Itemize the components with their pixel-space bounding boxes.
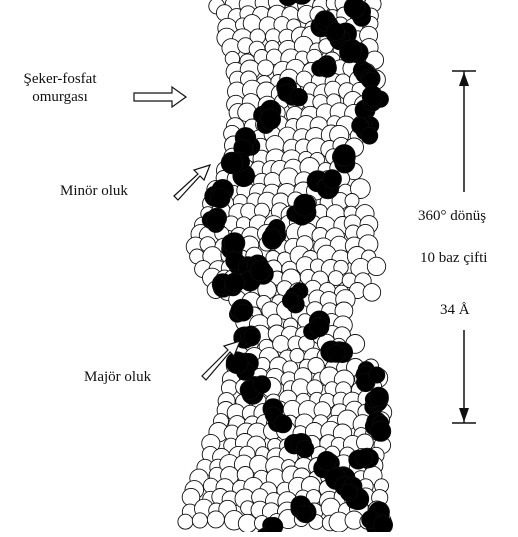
phosphate-atom: [253, 376, 271, 394]
phosphate-atom: [294, 194, 316, 216]
phosphate-atom: [265, 517, 283, 532]
phosphate-atom: [296, 505, 313, 522]
phosphate-atom: [327, 345, 345, 363]
phosphate-atom: [296, 440, 314, 458]
phosphate-atom: [340, 41, 362, 63]
phosphate-atom: [362, 86, 383, 107]
base-atom: [367, 257, 385, 275]
phosphate-atom: [262, 228, 282, 248]
phosphate-atom: [224, 233, 245, 254]
sugar-phosphate-label-line1: Şeker-fosfat: [8, 70, 112, 88]
major-groove-label: Majör oluk: [84, 368, 151, 386]
minor-groove-label: Minör oluk: [60, 182, 128, 200]
sugar-phosphate-backbone-label: Şeker-fosfat omurgası: [8, 70, 112, 106]
phosphate-atom: [226, 352, 248, 374]
phosphate-atom: [210, 188, 230, 208]
phosphate-atom: [221, 152, 243, 174]
base-atom: [178, 514, 193, 529]
phosphate-atom: [323, 170, 342, 189]
full-turn-label: 360° dönüş: [418, 207, 486, 225]
phosphate-atom: [371, 421, 391, 441]
base-atom: [207, 511, 224, 528]
sugar-phosphate-arrow-icon: [134, 87, 186, 107]
phosphate-atom: [340, 484, 357, 501]
phosphate-atom: [260, 109, 281, 130]
phosphate-atom: [235, 304, 252, 321]
phosphate-atom: [244, 328, 260, 344]
phosphate-atom: [250, 260, 271, 281]
phosphate-atom: [282, 292, 299, 309]
phosphate-atom: [374, 515, 393, 532]
base-pairs-label: 10 baz çifti: [420, 249, 487, 267]
phosphate-atom: [333, 144, 355, 166]
phosphate-atom: [317, 451, 336, 470]
pitch-label: 34 Å: [440, 301, 470, 319]
base-atom: [238, 514, 256, 532]
base-atom: [363, 284, 381, 302]
sugar-phosphate-label-line2: omurgası: [8, 88, 112, 106]
phosphate-atom: [225, 273, 245, 293]
phosphate-atom: [369, 367, 385, 383]
pitch-dimension-arrow-icon: [452, 71, 476, 423]
base-atom: [345, 194, 359, 208]
phosphate-atom: [290, 88, 308, 106]
phosphate-atom: [361, 127, 378, 144]
phosphate-atom: [274, 415, 292, 433]
phosphate-atom: [318, 59, 337, 78]
phosphate-atom: [344, 0, 365, 18]
base-atom: [258, 60, 274, 76]
phosphate-atom: [207, 212, 226, 231]
phosphate-atom: [310, 317, 329, 336]
base-atom: [192, 513, 207, 528]
phosphate-atom: [369, 387, 388, 406]
phosphate-atom: [326, 23, 344, 41]
phosphate-atom: [356, 449, 373, 466]
